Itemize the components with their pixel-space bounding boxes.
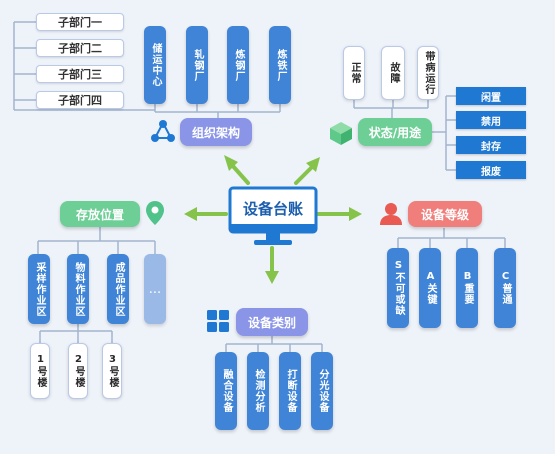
sub-department-4[interactable]: 子部门四 <box>36 91 124 109</box>
type-spectral[interactable]: 分光设备 <box>311 352 333 430</box>
area-finished-goods[interactable]: 成品作业区 <box>107 254 129 324</box>
arrow-to-status <box>294 165 314 185</box>
area-materials[interactable]: 物料作业区 <box>67 254 89 324</box>
use-scrapped[interactable]: 报废 <box>456 161 526 179</box>
use-idle[interactable]: 闲置 <box>456 87 526 105</box>
area-more[interactable]: ... <box>144 254 166 324</box>
org-structure-pill[interactable]: 组织架构 <box>180 118 252 146</box>
type-breaking[interactable]: 打断设备 <box>279 352 301 430</box>
grid-icon <box>206 309 230 333</box>
type-fusion[interactable]: 融合设备 <box>215 352 237 430</box>
grade-s[interactable]: S不可或缺 <box>387 248 409 328</box>
monitor-icon <box>228 186 318 248</box>
org-unit-steel-plant[interactable]: 炼钢厂 <box>227 26 249 104</box>
sub-department-2[interactable]: 子部门二 <box>36 39 124 57</box>
org-unit-iron-plant[interactable]: 炼铁厂 <box>269 26 291 104</box>
status-normal[interactable]: 正常 <box>343 46 365 100</box>
equipment-level-pill[interactable]: 设备等级 <box>408 201 482 227</box>
org-chart-icon <box>150 120 176 144</box>
status-usage-pill[interactable]: 状态/用途 <box>358 118 432 146</box>
building-2[interactable]: 2号楼 <box>68 343 88 399</box>
cube-icon <box>328 120 354 146</box>
area-sampling[interactable]: 采样作业区 <box>28 254 50 324</box>
sub-department-1[interactable]: 子部门一 <box>36 13 124 31</box>
use-sealed[interactable]: 封存 <box>456 136 526 154</box>
storage-location-pill[interactable]: 存放位置 <box>60 201 140 227</box>
status-fault[interactable]: 故障 <box>381 46 405 100</box>
grade-c[interactable]: C普通 <box>494 248 516 328</box>
status-running-with-issue[interactable]: 带病运行 <box>417 46 439 100</box>
building-1[interactable]: 1号楼 <box>30 343 50 399</box>
type-inspection[interactable]: 检测分析 <box>247 352 269 430</box>
arrow-to-org <box>230 163 250 185</box>
location-pin-icon <box>144 200 166 228</box>
sub-department-3[interactable]: 子部门三 <box>36 65 124 83</box>
org-unit-storage-center[interactable]: 储运中心 <box>144 26 166 104</box>
center-title[interactable]: 设备台账 <box>242 199 303 218</box>
use-disabled[interactable]: 禁用 <box>456 111 526 129</box>
org-unit-rolling-mill[interactable]: 轧钢厂 <box>186 26 208 104</box>
equipment-category-pill[interactable]: 设备类别 <box>236 308 308 336</box>
building-3[interactable]: 3号楼 <box>102 343 122 399</box>
grade-a[interactable]: A关键 <box>419 248 441 328</box>
person-icon <box>378 202 404 226</box>
grade-b[interactable]: B重要 <box>456 248 478 328</box>
